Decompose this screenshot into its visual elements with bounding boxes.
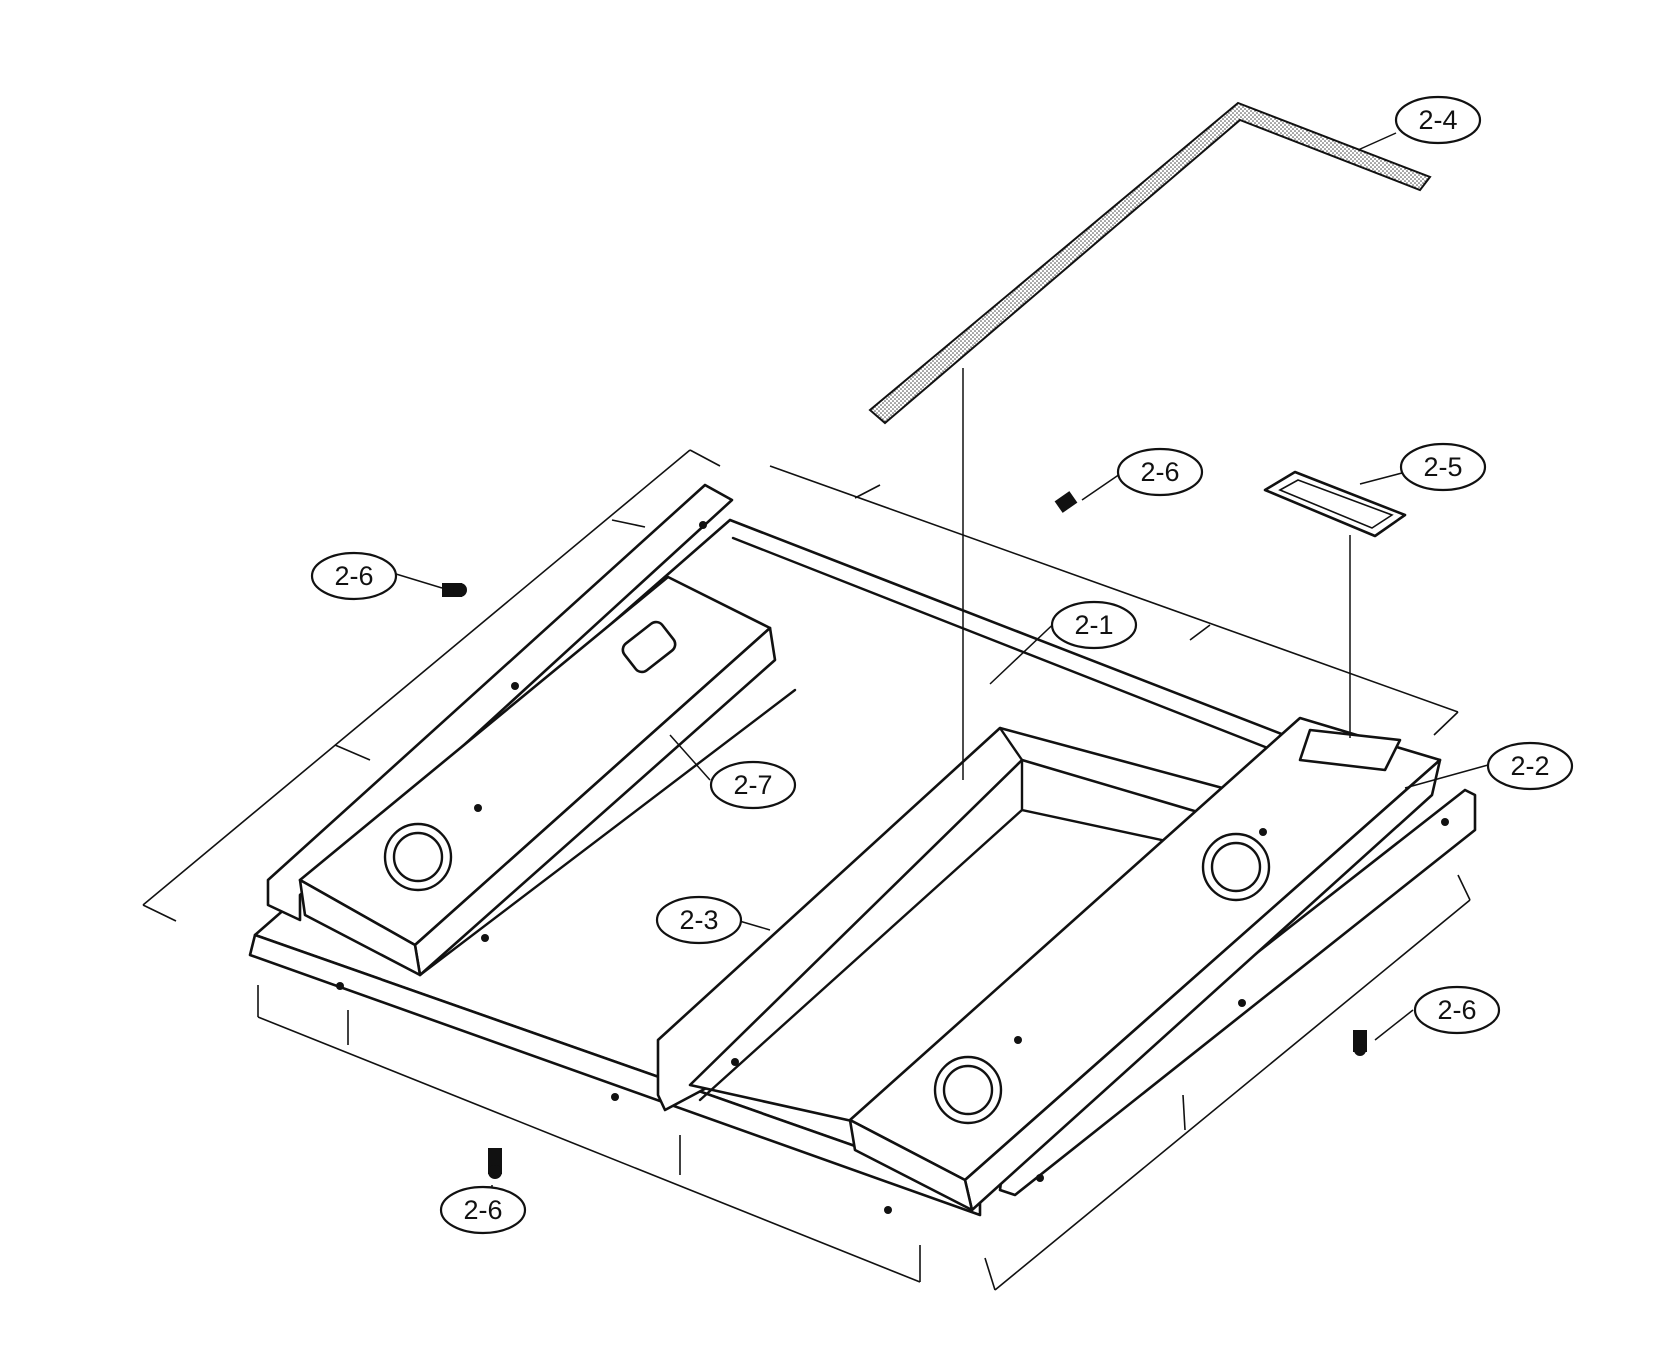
svg-text:2-1: 2-1	[1074, 610, 1113, 640]
screw-bottom-left	[488, 1148, 502, 1179]
screw-right	[1353, 1030, 1367, 1056]
right-side-rail	[998, 788, 1477, 1197]
callout-2-2: 2-2	[1486, 741, 1574, 791]
stippled-strip	[868, 101, 1432, 425]
svg-text:2-2: 2-2	[1510, 751, 1549, 781]
screws	[442, 491, 1367, 1179]
right-channel	[848, 716, 1442, 1212]
callout-2-5: 2-5	[1399, 442, 1487, 492]
callout-2-1: 2-1	[1050, 600, 1138, 650]
svg-text:2-6: 2-6	[1140, 457, 1179, 487]
callouts: 2-4 2-6 2-5 2-6 2-1 2-2 2-7 2-3	[310, 95, 1574, 1235]
callout-2-3: 2-3	[655, 895, 743, 945]
callout-2-6-bottom: 2-6	[439, 1185, 527, 1235]
svg-text:2-5: 2-5	[1423, 452, 1462, 482]
explode-frame-lines	[142, 449, 1471, 1291]
callout-2-6-top: 2-6	[1116, 447, 1204, 497]
screw-top	[1054, 491, 1078, 513]
svg-text:2-6: 2-6	[1437, 995, 1476, 1025]
gasket	[1263, 470, 1407, 538]
callout-2-6-right: 2-6	[1413, 985, 1501, 1035]
screw-left	[442, 583, 467, 597]
svg-text:2-6: 2-6	[463, 1195, 502, 1225]
callout-2-4: 2-4	[1394, 95, 1482, 145]
svg-text:2-4: 2-4	[1418, 105, 1457, 135]
left-channel	[298, 575, 797, 977]
svg-text:2-7: 2-7	[733, 770, 772, 800]
callout-2-6-left: 2-6	[310, 551, 398, 601]
callout-2-7: 2-7	[709, 760, 797, 810]
svg-text:2-3: 2-3	[679, 905, 718, 935]
svg-text:2-6: 2-6	[334, 561, 373, 591]
leader-lines	[395, 132, 1489, 1200]
